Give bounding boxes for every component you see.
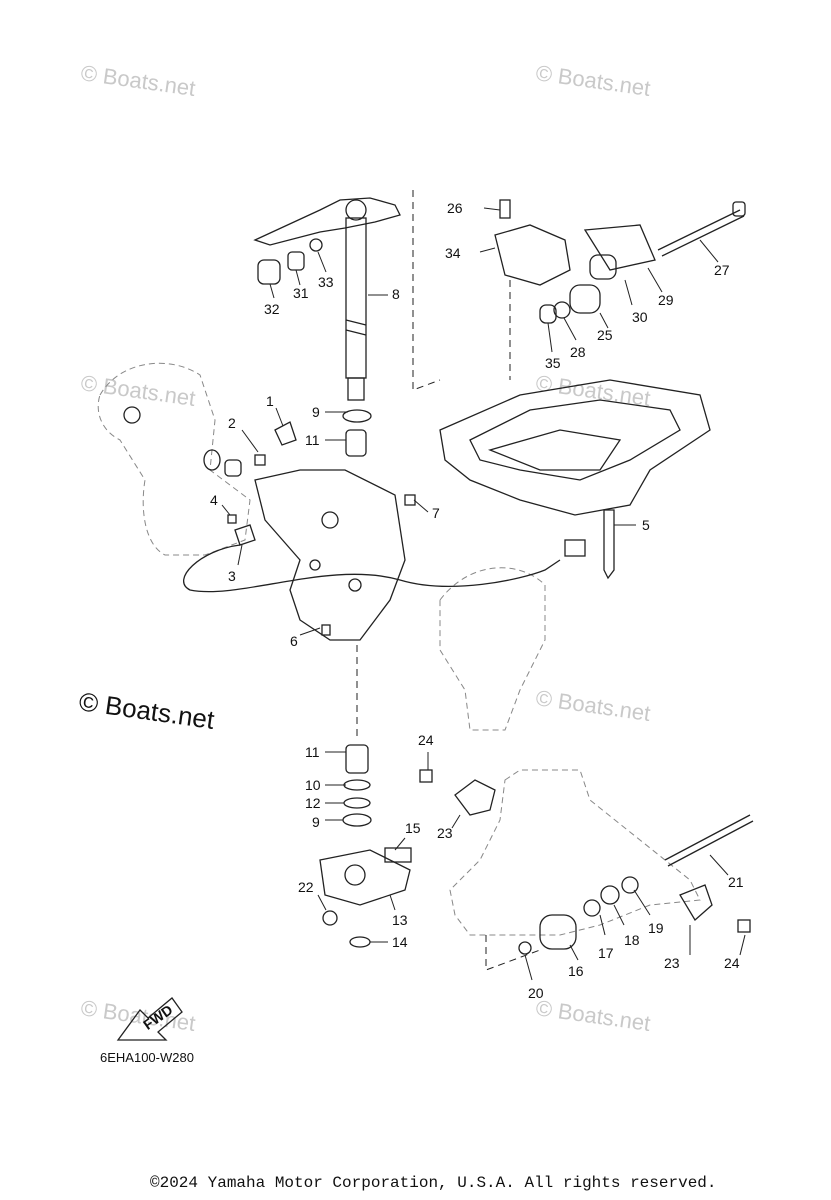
watermark: © Boats.net [534, 995, 652, 1036]
watermark: © Boats.net [79, 995, 197, 1036]
mount-plate [439, 379, 711, 516]
callout-19: 19 [648, 920, 664, 936]
callouts: 1 2 3 4 5 6 7 8 9 11 11 10 12 9 13 14 15… [210, 200, 744, 1001]
callout-28: 28 [570, 344, 586, 360]
callout-32: 32 [264, 301, 280, 317]
callout-24-right: 24 [724, 955, 740, 971]
callout-1: 1 [266, 393, 274, 409]
callout-25: 25 [597, 327, 613, 343]
callout-12: 12 [305, 795, 321, 811]
callout-9-lower: 9 [312, 814, 320, 830]
callout-24-left: 24 [418, 732, 434, 748]
callout-21: 21 [728, 874, 744, 890]
steering-bracket [254, 469, 406, 641]
callout-11-lower: 11 [305, 744, 320, 760]
callout-5: 5 [642, 517, 650, 533]
copyright-notice: ©2024 Yamaha Motor Corporation, U.S.A. A… [150, 1174, 717, 1192]
nut-washer-group [257, 238, 323, 285]
callout-10: 10 [305, 777, 321, 793]
callout-17: 17 [598, 945, 614, 961]
callout-9-upper: 9 [312, 404, 320, 420]
callout-30: 30 [632, 309, 648, 325]
callout-11-upper: 11 [305, 432, 320, 448]
callout-15: 15 [405, 820, 421, 836]
callout-35: 35 [545, 355, 561, 371]
callout-4: 4 [210, 492, 218, 508]
steering-arm [253, 197, 401, 401]
lower-mount-group [319, 409, 412, 948]
callout-33: 33 [318, 274, 334, 290]
callout-8: 8 [392, 286, 400, 302]
watermark: © Boats.net [534, 685, 652, 726]
watermark: © Boats.net [79, 60, 197, 101]
watermark: © Boats.net [79, 370, 197, 411]
callout-2: 2 [228, 415, 236, 431]
callout-18: 18 [624, 932, 640, 948]
callout-23-left: 23 [437, 825, 453, 841]
watermark-main: © Boats.net [77, 686, 217, 735]
clip-cable-group [123, 406, 615, 636]
diagram-code: 6EHA100-W280 [100, 1050, 194, 1065]
callout-34: 34 [445, 245, 461, 261]
callout-31: 31 [293, 285, 309, 301]
callout-3: 3 [228, 568, 236, 584]
callout-23-right: 23 [664, 955, 680, 971]
alignment-lines [356, 190, 541, 971]
callout-20: 20 [528, 985, 544, 1001]
callout-6: 6 [290, 633, 298, 649]
callout-13: 13 [392, 912, 408, 928]
callout-26: 26 [447, 200, 463, 216]
callout-14: 14 [392, 934, 408, 950]
leader-lines [221, 207, 746, 981]
callout-16: 16 [568, 963, 584, 979]
ghost-brackets [97, 362, 701, 936]
callout-7: 7 [432, 505, 440, 521]
upper-mount-group [494, 199, 746, 324]
callout-22: 22 [298, 879, 314, 895]
watermark: © Boats.net [534, 60, 652, 101]
watermarks: © Boats.net © Boats.net © Boats.net © Bo… [77, 60, 652, 1036]
callout-27: 27 [714, 262, 730, 278]
lower-right-mount-group [419, 769, 754, 955]
callout-29: 29 [658, 292, 674, 308]
